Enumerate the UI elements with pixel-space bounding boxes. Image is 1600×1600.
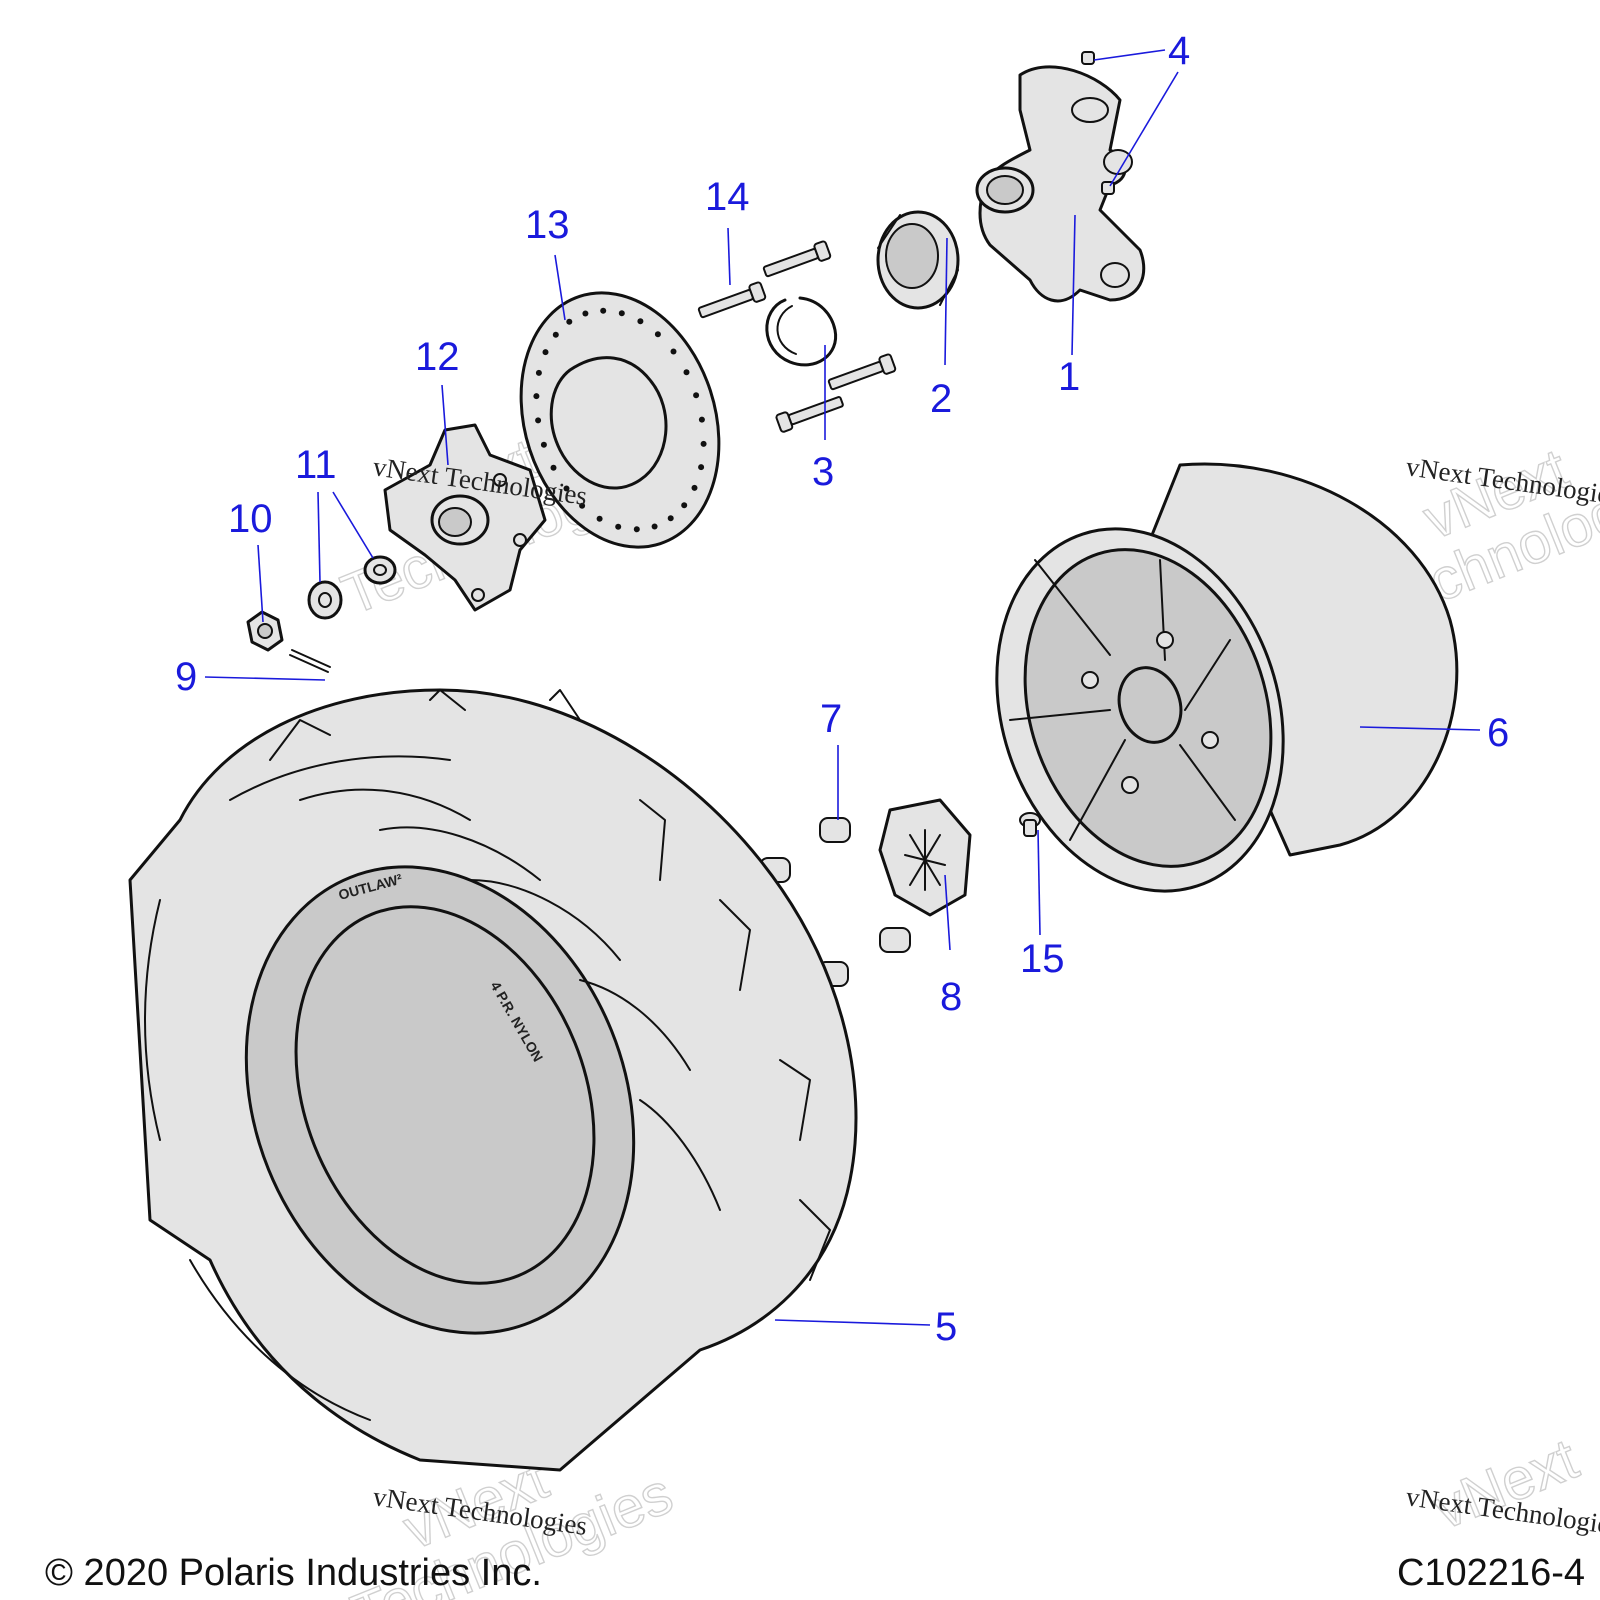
diagram-id: C102216-4 xyxy=(1397,1552,1585,1594)
part-castle-nut xyxy=(246,610,284,652)
part-washers xyxy=(307,555,397,620)
leader-13 xyxy=(554,254,566,321)
disc-hole xyxy=(550,464,557,471)
leader-10 xyxy=(257,544,264,623)
part-center-cap xyxy=(878,798,972,917)
leader-4a xyxy=(1093,49,1166,61)
leader-5 xyxy=(774,1319,931,1326)
disc-hole xyxy=(698,464,705,471)
callout-3: 3 xyxy=(812,450,834,494)
disc-hole xyxy=(615,523,622,530)
leader-6 xyxy=(1359,726,1481,731)
disc-hole xyxy=(698,416,705,423)
disc-hole xyxy=(637,318,644,325)
part-brake-disc xyxy=(519,291,721,549)
disc-hole xyxy=(633,526,640,533)
disc-hole xyxy=(670,348,677,355)
leader-lines xyxy=(204,49,1481,1326)
part-valve-stem xyxy=(1019,812,1041,837)
callout-labels: 1 2 3 4 5 6 7 8 9 10 11 12 13 14 15 xyxy=(175,29,1509,1349)
leader-1 xyxy=(1071,214,1076,356)
part-tire: OUTLAW² 4 P.R. NYLON xyxy=(128,688,858,1472)
callout-1: 1 xyxy=(1058,355,1080,399)
disc-hole xyxy=(582,310,589,317)
part-bearing xyxy=(876,210,960,310)
disc-hole xyxy=(700,440,707,447)
callout-13: 13 xyxy=(525,203,570,247)
callout-6: 6 xyxy=(1487,711,1509,755)
callout-5: 5 xyxy=(935,1305,957,1349)
callout-8: 8 xyxy=(940,975,962,1019)
leader-15 xyxy=(1037,829,1041,936)
callout-7: 7 xyxy=(820,697,842,741)
disc-hole xyxy=(691,484,698,491)
disc-hole xyxy=(600,307,607,314)
leader-9 xyxy=(204,676,326,681)
disc-hole xyxy=(683,369,690,376)
copyright-text: © 2020 Polaris Industries Inc. xyxy=(45,1552,542,1594)
disc-hole xyxy=(535,417,542,424)
part-hub xyxy=(383,423,547,612)
disc-hole xyxy=(579,502,586,509)
leader-14 xyxy=(727,227,731,286)
callout-15: 15 xyxy=(1020,937,1065,981)
disc-hole xyxy=(693,392,700,399)
disc-hole xyxy=(552,331,559,338)
part-wheel xyxy=(995,462,1459,893)
callout-4: 4 xyxy=(1168,29,1190,73)
disc-hole xyxy=(566,318,573,325)
disc-hole xyxy=(563,485,570,492)
callout-14: 14 xyxy=(705,175,750,219)
disc-hole xyxy=(681,502,688,509)
part-knuckle xyxy=(975,65,1146,303)
disc-hole xyxy=(654,331,661,338)
disc-hole xyxy=(535,369,542,376)
leader-8 xyxy=(944,874,951,951)
part-grease-fittings xyxy=(1081,51,1115,195)
leader-12 xyxy=(441,384,449,466)
disc-hole xyxy=(618,310,625,317)
leader-4b xyxy=(1109,71,1179,187)
disc-hole xyxy=(542,349,549,356)
leader-11b xyxy=(332,491,374,559)
callout-2: 2 xyxy=(930,377,952,421)
callout-11: 11 xyxy=(295,443,337,487)
disc-hole xyxy=(533,393,540,400)
leader-11a xyxy=(317,491,321,583)
disc-holes xyxy=(533,307,707,533)
disc-hole xyxy=(651,523,658,530)
callout-12: 12 xyxy=(415,335,460,379)
callout-9: 9 xyxy=(175,655,197,699)
disc-hole xyxy=(596,515,603,522)
disc-hole xyxy=(540,441,547,448)
part-bolts xyxy=(697,240,897,433)
callout-10: 10 xyxy=(228,497,273,541)
part-snap-ring xyxy=(765,296,838,367)
part-cotter-pin xyxy=(289,649,331,673)
leader-2 xyxy=(944,237,948,366)
disc-hole xyxy=(667,515,674,522)
